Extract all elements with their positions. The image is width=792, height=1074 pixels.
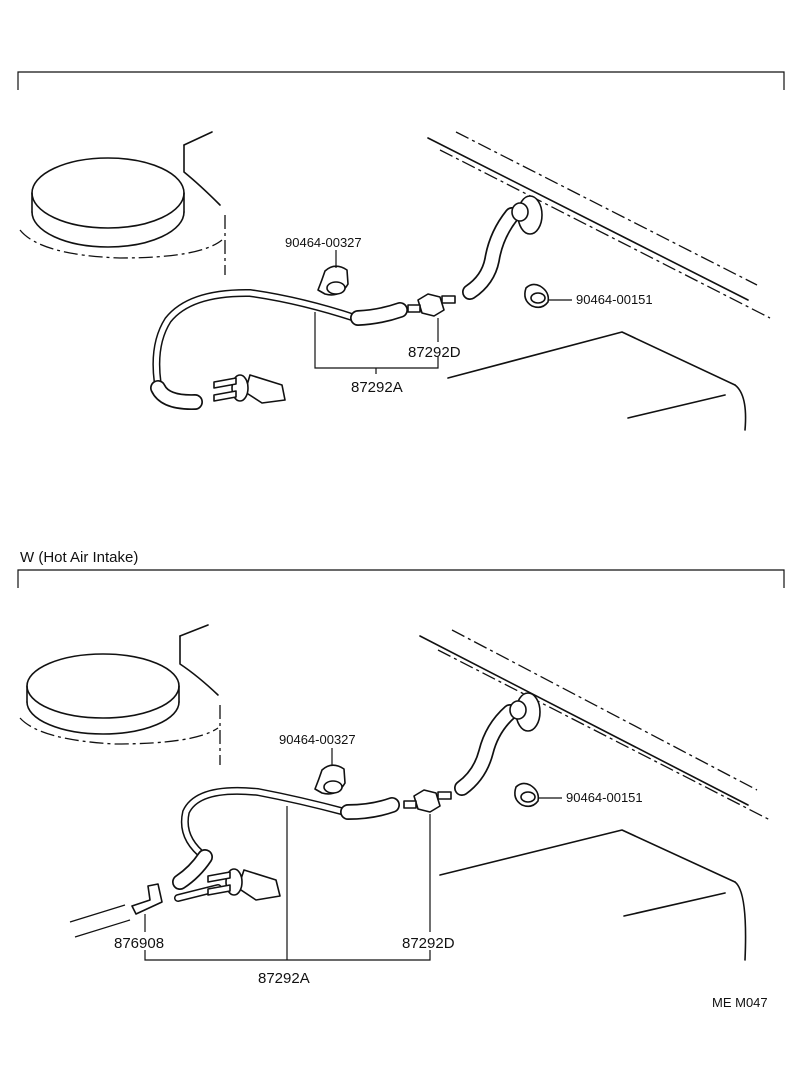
clip-90464-00151-top (524, 283, 550, 309)
vsv-bottom (207, 868, 281, 901)
label-fitting-bottom: 876908 (114, 935, 164, 952)
air-cleaner-bottom (19, 624, 221, 765)
top-frame (17, 71, 785, 90)
label-clip-a-top: 90464-00327 (285, 235, 362, 250)
bottom-frame (17, 569, 785, 588)
label-connector-top: 87292D (408, 344, 461, 361)
fitting-876908 (131, 883, 163, 915)
label-clip-b-bottom: 90464-00151 (566, 790, 643, 805)
leader-bracket-bottom (144, 950, 431, 961)
intake-pipe-bottom (69, 904, 131, 938)
panel-title: W (Hot Air Intake) (20, 549, 138, 566)
grommet-bottom (509, 692, 541, 732)
label-connector-bottom: 87292D (402, 935, 455, 952)
body-panel-top (427, 131, 771, 431)
connector-87292d-bottom (403, 789, 452, 813)
label-hose-top: 87292A (351, 379, 403, 396)
label-clip-a-bottom: 90464-00327 (279, 732, 356, 747)
label-hose-bottom: 87292A (258, 970, 310, 987)
clip-90464-00327-bottom (314, 764, 346, 795)
label-clip-b-top: 90464-00151 (576, 292, 653, 307)
diagram-code: ME M047 (712, 995, 768, 1010)
connector-87292d-top (407, 293, 456, 317)
grommet-top (511, 195, 543, 235)
hose-assembly-bottom (172, 704, 518, 902)
body-panel-bottom (419, 629, 771, 961)
clip-90464-00327-top (317, 265, 349, 296)
bottom-panel: W (Hot Air Intake) (17, 549, 785, 987)
vsv-top (213, 374, 286, 404)
clip-90464-00151-bottom (514, 782, 540, 808)
top-panel: 90464-00327 90464-00151 87292D 87292A (17, 71, 785, 431)
hose-assembly-top (150, 207, 520, 411)
air-cleaner-top (19, 131, 226, 275)
